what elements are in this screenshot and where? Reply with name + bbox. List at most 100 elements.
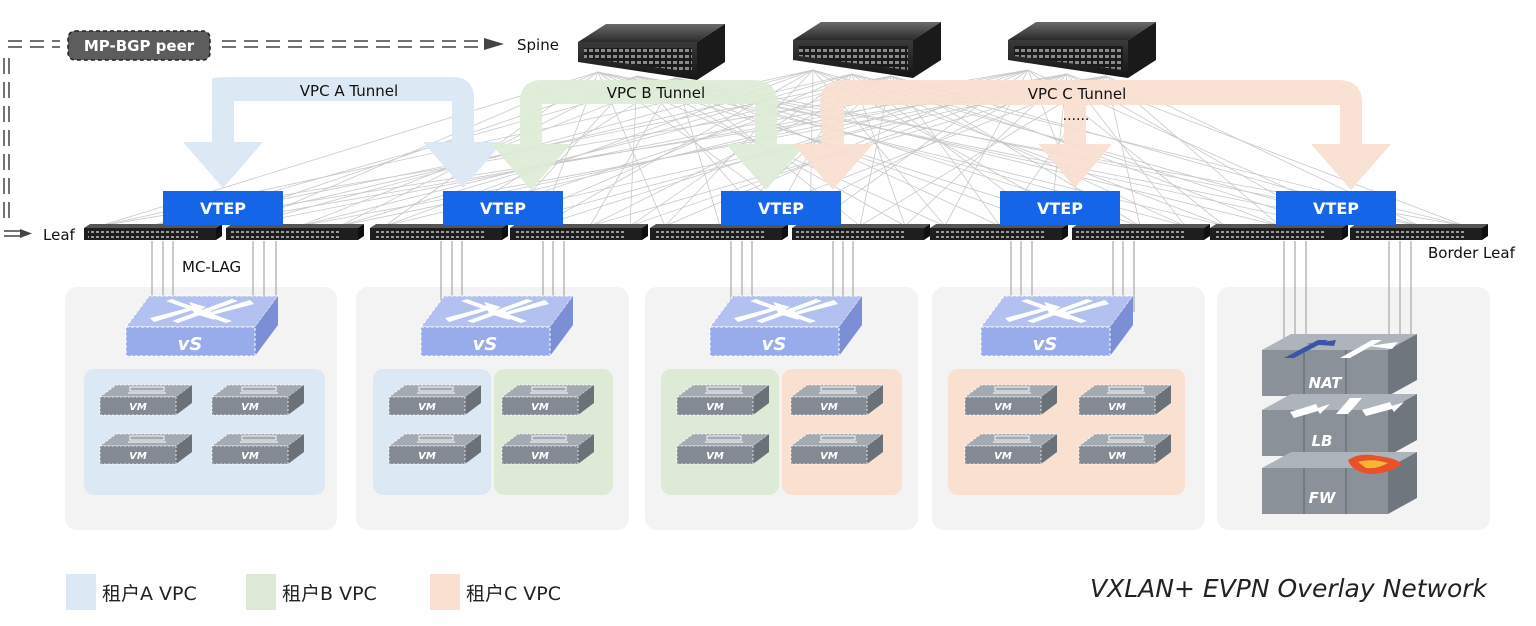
- legend-label-vpc-a: 租户A VPC: [102, 582, 197, 605]
- mp-bgp-peer-box: [67, 30, 211, 61]
- vpc-a-tunnel-label: VPC A Tunnel: [300, 82, 398, 100]
- legend-swatch-vpc-a: [66, 574, 96, 610]
- vtep-boxes: VTEP VTEP VTEP VTEP VTEP: [163, 191, 1396, 225]
- leaf-switch-5: [650, 224, 788, 240]
- vm-2: VM: [210, 384, 306, 416]
- vm-4: VM: [210, 433, 306, 465]
- vm-5: VM: [387, 384, 483, 416]
- vm-15: VM: [963, 433, 1059, 465]
- spine-switch-1: [578, 24, 725, 80]
- lb-label: LB: [1312, 432, 1333, 450]
- leaf-switch-8: [1072, 224, 1210, 240]
- vm-label: VM: [531, 451, 549, 462]
- vm-label: VM: [129, 451, 147, 462]
- vm-label: VM: [994, 402, 1012, 413]
- vswitch-label: vS: [1033, 334, 1058, 355]
- vm-label: VM: [241, 451, 259, 462]
- legend-swatch-vpc-c: [430, 574, 460, 610]
- vm-13: VM: [963, 384, 1059, 416]
- vm-label: VM: [994, 451, 1012, 462]
- vswitch-label: vS: [473, 334, 498, 355]
- vm-10: VM: [789, 384, 885, 416]
- fw-label: FW: [1309, 489, 1337, 507]
- lb-service-block: LB: [1262, 394, 1417, 456]
- vm-6: VM: [500, 384, 596, 416]
- legend-swatch-vpc-b: [246, 574, 276, 610]
- vm-16: VM: [1077, 433, 1173, 465]
- leaf-switch-9: [1210, 224, 1348, 240]
- spine-switch-2: [793, 22, 941, 78]
- vswitch-label: vS: [762, 334, 787, 355]
- fw-service-block: FW: [1262, 452, 1417, 514]
- leaf-switch-10: [1350, 224, 1488, 240]
- vm-1: VM: [98, 384, 194, 416]
- border-leaf-label: Border Leaf: [1428, 244, 1516, 262]
- vtep-label-2: VTEP: [480, 199, 526, 218]
- spine-label: Spine: [517, 36, 559, 54]
- virtual-switch-4: vS: [980, 295, 1134, 357]
- vm-9: VM: [675, 384, 771, 416]
- leaf-switch-4: [510, 224, 648, 240]
- nat-service-block: NAT: [1262, 334, 1417, 396]
- diagram-title: VXLAN+ EVPN Overlay Network: [1090, 574, 1487, 603]
- vm-11: VM: [675, 433, 771, 465]
- legend-label-vpc-b: 租户B VPC: [282, 582, 377, 605]
- vpc-a-tunnel-arrow: [183, 77, 503, 188]
- vm-label: VM: [1108, 451, 1126, 462]
- virtual-machines: VM VM VM VM VM VM VM VM VM VM VM VM VM VM VM VM: [98, 384, 1173, 465]
- leaf-label: Leaf: [43, 226, 76, 244]
- leaf-switch-2: [226, 224, 364, 240]
- vm-7: VM: [387, 433, 483, 465]
- legend-item-vpc-c: 租户C VPC: [430, 574, 561, 610]
- spine-switch-3: [1008, 22, 1156, 78]
- vtep-label-4: VTEP: [1037, 199, 1083, 218]
- mesh-link: [299, 75, 892, 227]
- vm-8: VM: [500, 433, 596, 465]
- vtep-box-3: [721, 191, 841, 225]
- vm-label: VM: [418, 402, 436, 413]
- leaf-switch-6: [792, 224, 930, 240]
- vtep-box-1: [163, 191, 283, 225]
- spine-switches: [578, 22, 1156, 80]
- vm-14: VM: [1077, 384, 1173, 416]
- vtep-label-3: VTEP: [758, 199, 804, 218]
- vm-label: VM: [706, 402, 724, 413]
- vm-label: VM: [241, 402, 259, 413]
- leaf-switches: [84, 224, 1488, 240]
- vm-label: VM: [129, 402, 147, 413]
- vtep-box-2: [443, 191, 563, 225]
- virtual-switches: vS vS vS vS: [125, 295, 1134, 357]
- vswitch-label: vS: [178, 334, 203, 355]
- legend-item-vpc-b: 租户B VPC: [246, 574, 377, 610]
- vm-label: VM: [531, 402, 549, 413]
- virtual-switch-2: vS: [420, 295, 574, 357]
- vpc-b-tunnel-arrow: [491, 80, 806, 190]
- vm-label: VM: [820, 402, 838, 413]
- mc-lag-label: MC-LAG: [182, 258, 241, 276]
- leaf-switch-7: [930, 224, 1068, 240]
- vtep-box-4: [1000, 191, 1120, 225]
- more-tunnels-ellipsis: ......: [1063, 108, 1090, 124]
- virtual-switch-3: vS: [709, 295, 863, 357]
- vm-12: VM: [789, 433, 885, 465]
- leaf-switch-1: [84, 224, 222, 240]
- virtual-switch-1: vS: [125, 295, 279, 357]
- mp-bgp-connection: [3, 38, 504, 238]
- border-service-stack: NAT LB FW: [1262, 334, 1417, 514]
- leaf-switch-3: [370, 224, 508, 240]
- vm-label: VM: [820, 451, 838, 462]
- vpc-c-tunnel-mid-arrow: [1038, 104, 1112, 188]
- tunnel-arrows: [183, 77, 1391, 190]
- vtep-label-5: VTEP: [1313, 199, 1359, 218]
- vm-label: VM: [706, 451, 724, 462]
- legend-item-vpc-a: 租户A VPC: [66, 574, 197, 610]
- legend-label-vpc-c: 租户C VPC: [466, 582, 562, 605]
- vtep-label-1: VTEP: [200, 199, 246, 218]
- nat-label: NAT: [1309, 374, 1344, 392]
- vtep-box-5: [1276, 191, 1396, 225]
- vpc-c-tunnel-arrow: [793, 80, 1391, 190]
- vm-label: VM: [1108, 402, 1126, 413]
- vpc-c-tunnel-label: VPC C Tunnel: [1028, 85, 1127, 103]
